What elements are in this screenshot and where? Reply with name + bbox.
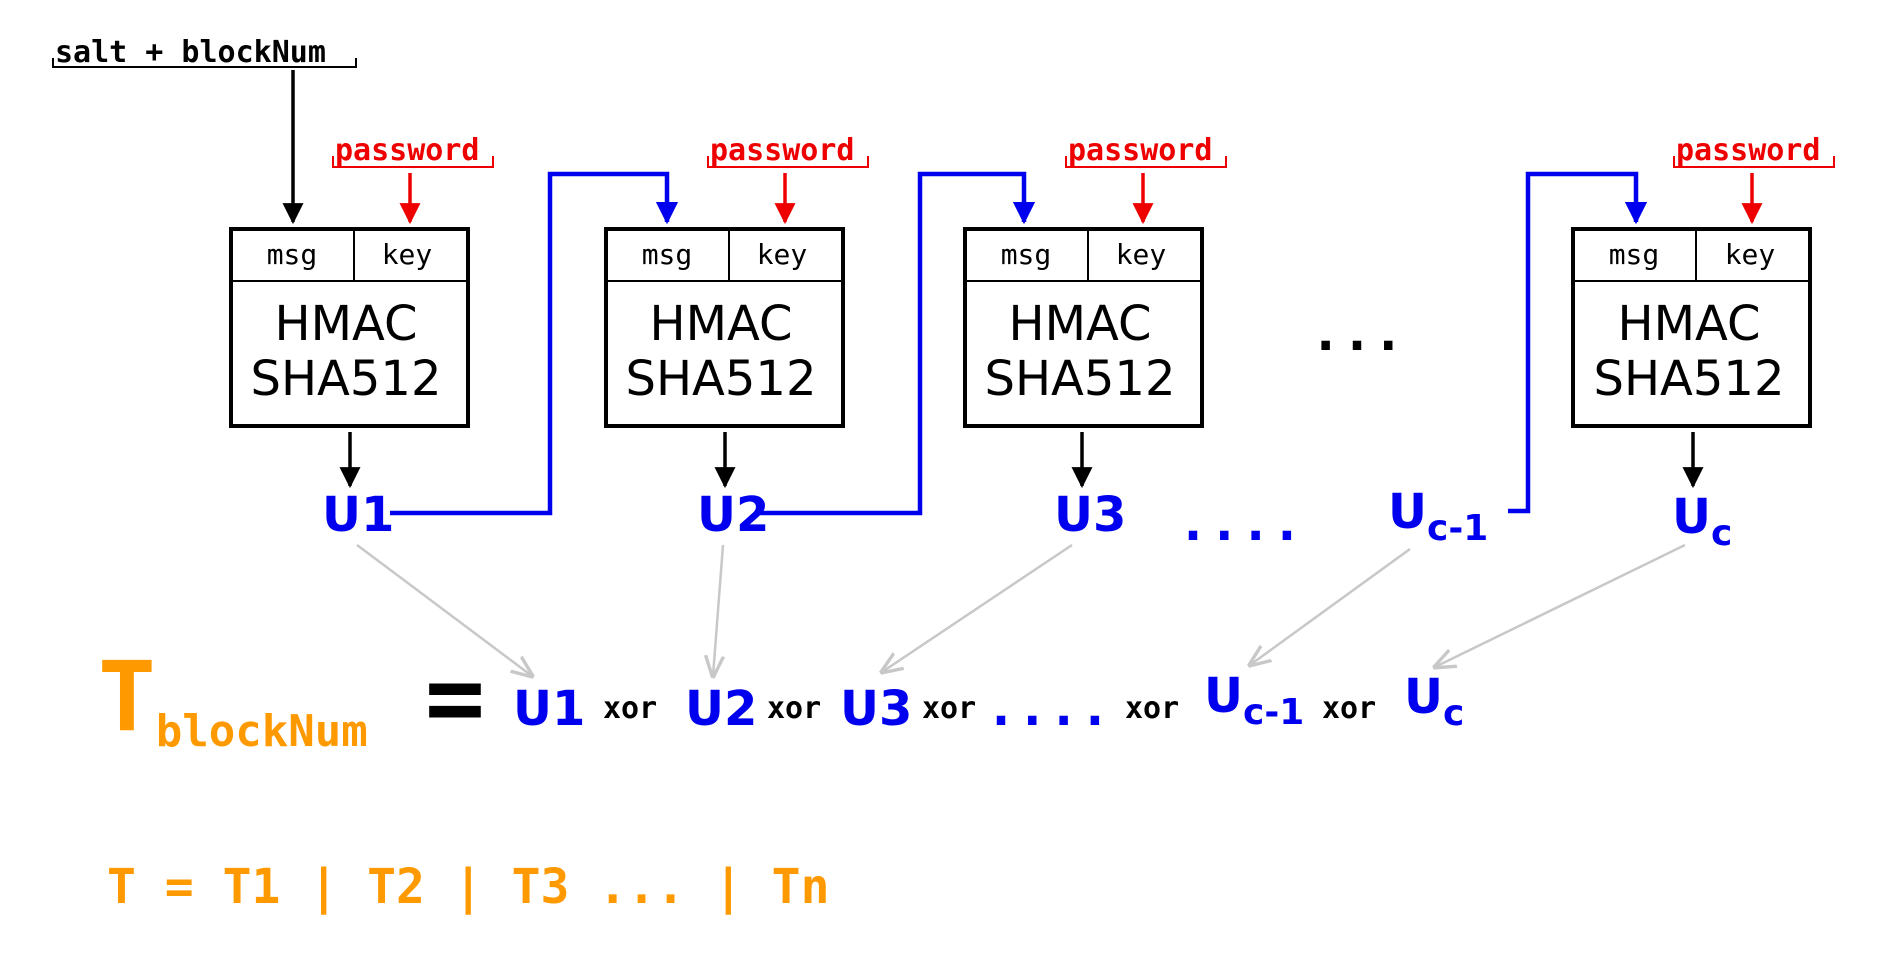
output-ucm1-sub: c-1	[1427, 508, 1488, 549]
eq-u3: U3	[840, 681, 912, 737]
key-label-2: key	[757, 238, 808, 271]
eq-u3-num: 3	[879, 681, 912, 737]
input-label-bracket	[52, 58, 357, 68]
eq-u2-base: U	[685, 681, 724, 737]
hmac-title-3: HMAC	[1008, 296, 1151, 352]
eq-xor-5: xor	[1322, 691, 1376, 726]
output-uc: Uc	[1672, 489, 1732, 554]
output-u1: U1	[322, 487, 394, 543]
output-u3-num: 3	[1093, 487, 1126, 543]
gray-arrow-u3	[882, 543, 1073, 672]
password-bracket-c	[1673, 156, 1835, 168]
outputs-ellipsis: ....	[1177, 493, 1302, 553]
eq-uc-base: U	[1404, 669, 1443, 725]
equation-lhs: TblockNum	[98, 641, 368, 757]
eq-u2-num: 2	[724, 681, 757, 737]
hmac-block-c: password msg key HMAC SHA512	[1571, 133, 1835, 489]
output-u2-num: 2	[736, 487, 769, 543]
eq-xor-3: xor	[922, 691, 976, 726]
password-bracket-1	[332, 156, 494, 168]
eq-ellipsis: ....	[985, 678, 1110, 738]
eq-u1-base: U	[513, 681, 552, 737]
gray-arrow-ucm1	[1250, 547, 1411, 665]
eq-u1-num: 1	[552, 681, 585, 737]
hmac-box-3	[963, 227, 1204, 428]
output-ucm1: Uc-1	[1388, 484, 1488, 549]
eq-xor-4: xor	[1125, 691, 1179, 726]
output-u3: U3	[1054, 487, 1126, 543]
msg-label-2: msg	[642, 238, 693, 271]
key-label-1: key	[382, 238, 433, 271]
key-label-3: key	[1116, 238, 1167, 271]
hmac-box-1	[229, 227, 470, 428]
eq-xor-1: xor	[603, 691, 657, 726]
msg-label-3: msg	[1001, 238, 1052, 271]
eq-ucm1-sub: c-1	[1243, 692, 1304, 733]
hmac-title-1: HMAC	[274, 296, 417, 352]
equation-lhs-sub: blockNum	[156, 706, 368, 757]
msg-label-c: msg	[1609, 238, 1660, 271]
sha-title-1: SHA512	[250, 351, 441, 407]
hmac-block-1: password msg key HMAC SHA512	[229, 133, 494, 489]
gray-arrow-u2	[713, 544, 723, 676]
output-uc-base: U	[1672, 489, 1711, 545]
hmac-block-3: password msg key HMAC SHA512	[963, 133, 1227, 489]
eq-ucm1-base: U	[1204, 668, 1243, 724]
input-label: salt + blockNum	[55, 35, 326, 70]
eq-u2: U2	[685, 681, 757, 737]
concat-line: T = T1 | T2 | T3 ... | Tn	[107, 859, 829, 915]
eq-uc: Uc	[1404, 669, 1464, 734]
output-u3-base: U	[1054, 487, 1093, 543]
equation-lhs-base: T	[98, 641, 156, 753]
hmac-title-c: HMAC	[1617, 296, 1760, 352]
gray-arrow-u1	[356, 543, 532, 676]
output-u2-base: U	[697, 487, 736, 543]
blocks-ellipsis: ...	[1310, 303, 1404, 363]
password-label-3: password	[1068, 133, 1213, 168]
output-u1-base: U	[322, 487, 361, 543]
output-u2: U2	[697, 487, 769, 543]
output-ucm1-base: U	[1388, 484, 1427, 540]
password-bracket-3	[1065, 156, 1227, 168]
password-label-c: password	[1676, 133, 1821, 168]
password-label-2: password	[710, 133, 855, 168]
chain-wire-cm1-c	[1508, 171, 1648, 514]
eq-xor-2: xor	[767, 691, 821, 726]
hmac-block-2: password msg key HMAC SHA512	[604, 133, 869, 489]
eq-u3-base: U	[840, 681, 879, 737]
chain-wire-1-2	[390, 171, 679, 516]
sha-title-3: SHA512	[984, 351, 1175, 407]
chain-wire-2-3	[760, 171, 1036, 516]
hmac-title-2: HMAC	[649, 296, 792, 352]
sha-title-2: SHA512	[625, 351, 816, 407]
eq-uc-sub: c	[1443, 693, 1464, 734]
equation-equals: =	[425, 639, 485, 756]
output-u1-num: 1	[361, 487, 394, 543]
gray-arrow-uc	[1435, 543, 1686, 667]
msg-label-1: msg	[267, 238, 318, 271]
password-label-1: password	[335, 133, 480, 168]
eq-u1: U1	[513, 681, 585, 737]
hmac-box-2	[604, 227, 845, 428]
output-uc-sub: c	[1711, 513, 1732, 554]
hmac-box-c	[1571, 227, 1812, 428]
password-bracket-2	[707, 156, 869, 168]
eq-ucm1: Uc-1	[1204, 668, 1304, 733]
sha-title-c: SHA512	[1593, 351, 1784, 407]
key-label-c: key	[1725, 238, 1776, 271]
